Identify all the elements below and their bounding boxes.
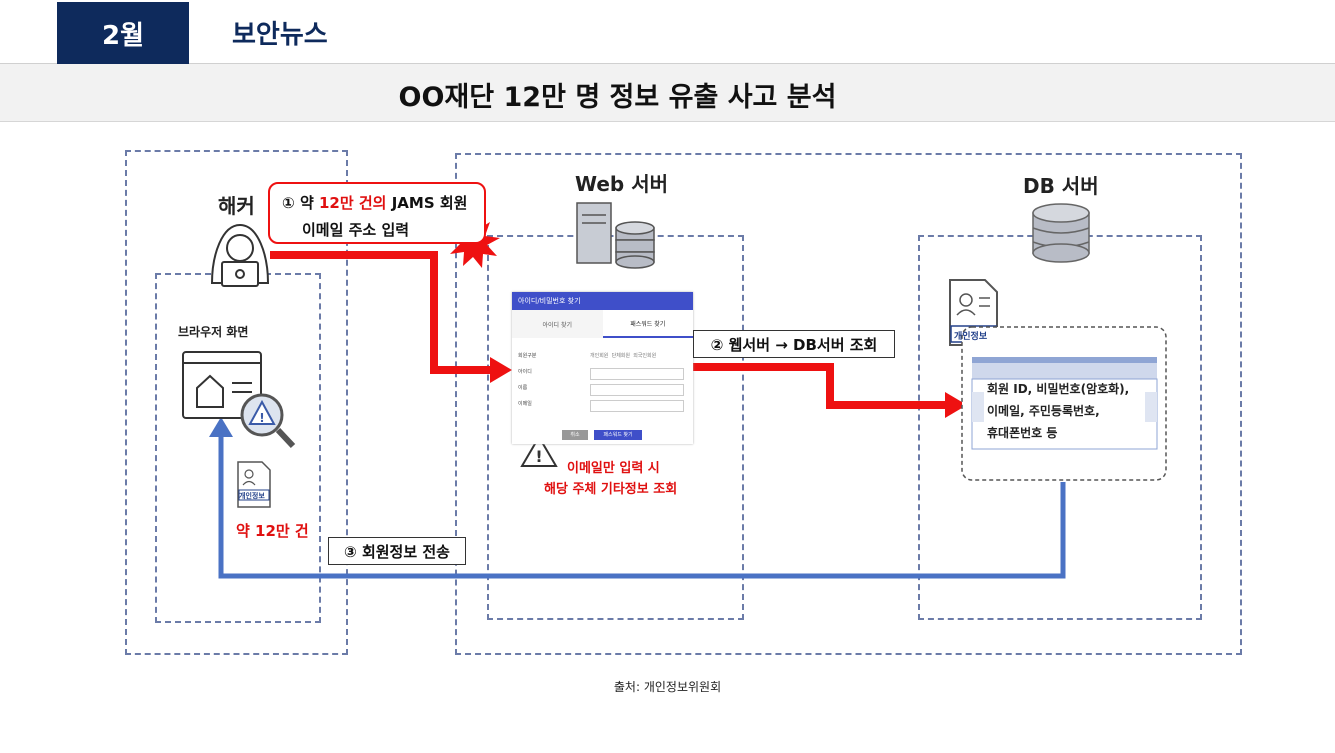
svg-text:!: ! — [259, 411, 264, 425]
server-region — [455, 153, 1242, 655]
database-icon — [1032, 203, 1090, 263]
callout-send-member-info: ③ 회원정보 전송 — [328, 537, 466, 565]
warning-line1: 이메일만 입력 시 — [567, 461, 660, 476]
callout1-suffix: JAMS 회원 — [391, 194, 468, 212]
warning-line2: 해당 주체 기타정보 조회 — [544, 482, 678, 497]
db-record-line-2: 휴대폰번호 등 — [987, 426, 1058, 440]
svg-text:!: ! — [535, 447, 542, 466]
arrow-hacker-to-web — [270, 251, 512, 383]
name-field[interactable] — [590, 384, 684, 396]
web-server-label: Web 서버 — [575, 172, 668, 196]
db-record-lines: 회원 ID, 비밀번호(암호화), 이메일, 주민등록번호, 휴대폰번호 등 — [987, 378, 1129, 444]
id-field[interactable] — [590, 368, 684, 380]
section-title: 보안뉴스 — [232, 20, 328, 50]
browser-screen-label: 브라우저 화면 — [178, 325, 249, 339]
find-password-button[interactable]: 패스워드 찾기 — [594, 430, 642, 440]
form-row-label-0: 회원구분 — [518, 353, 537, 359]
title-bar — [0, 64, 1335, 122]
doc-label-left: 개인정보 — [239, 492, 265, 500]
password-find-form: 아이디/비밀번호 찾기 아이디 찾기 패스워드 찾기 회원구분 아이디 이름 이… — [512, 292, 693, 444]
cancel-button[interactable]: 취소 — [562, 430, 588, 440]
hacker-region — [125, 150, 348, 655]
hacker-icon — [210, 223, 270, 287]
email-field[interactable] — [590, 400, 684, 412]
page-title: OO재단 12만 명 정보 유출 사고 분석 — [398, 82, 837, 113]
callout1-highlight: 12만 건의 — [318, 194, 387, 212]
db-record-card — [961, 326, 1167, 481]
callout-db-query: ② 웹서버 → DB서버 조회 — [693, 330, 895, 358]
count-label: 약 12만 건 — [236, 522, 309, 540]
month-badge: 2월 — [57, 2, 189, 64]
warning-icon: ! — [520, 435, 558, 467]
arrow-web-to-db — [692, 363, 967, 418]
callout1-line2: 이메일 주소 입력 — [302, 221, 410, 239]
header-bar: 2월 보안뉴스 — [0, 0, 1335, 64]
magnifier-warning-icon: ! — [240, 393, 296, 449]
db-record-line-0: 회원 ID, 비밀번호(암호화), — [987, 382, 1130, 396]
personal-info-doc-icon-left — [237, 461, 271, 508]
form-row-label-3: 이메일 — [518, 401, 532, 407]
tab-find-id[interactable]: 아이디 찾기 — [542, 321, 572, 329]
doc-label-db: 개인정보 — [954, 332, 988, 342]
browser-window-icon — [182, 351, 262, 419]
arrow-db-to-browser — [209, 417, 1066, 579]
radio-option-2[interactable]: 외국인회원 — [633, 353, 657, 359]
form-title: 아이디/비밀번호 찾기 — [512, 292, 693, 310]
callout1-prefix: 약 — [299, 194, 314, 212]
form-row-label-2: 이름 — [518, 385, 528, 391]
hacker-label: 해커 — [218, 194, 255, 218]
radio-option-1[interactable]: 단체회원 — [611, 353, 630, 359]
db-record-line-1: 이메일, 주민등록번호, — [987, 404, 1100, 418]
callout-email-input: ① 약 12만 건의 JAMS 회원 이메일 주소 입력 — [268, 182, 486, 244]
web-server-icon — [576, 202, 655, 269]
callout1-num: ① — [282, 194, 295, 212]
source-caption: 출처: 개인정보위원회 — [613, 680, 722, 694]
tab-find-password[interactable]: 패스워드 찾기 — [602, 310, 693, 338]
radio-option-0[interactable]: 개인회원 — [590, 353, 609, 359]
db-server-label: DB 서버 — [1023, 174, 1099, 198]
form-row-label-1: 아이디 — [518, 369, 532, 375]
